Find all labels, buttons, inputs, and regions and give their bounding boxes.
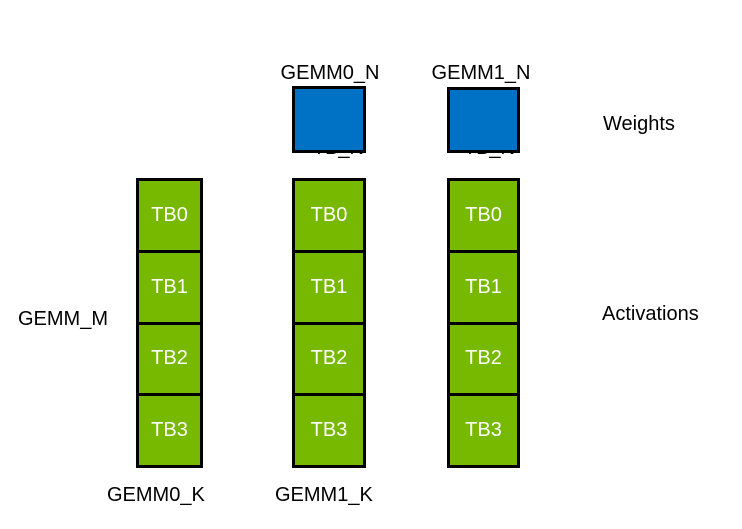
tb-cell: TB0 — [295, 181, 363, 250]
tb-cell: TB1 — [139, 252, 200, 322]
tb-cell: TB0 — [139, 181, 200, 250]
label-gemm1-k: GEMM1_K — [275, 484, 373, 506]
tb-cell: TB2 — [295, 324, 363, 394]
tb-cell: TB2 — [450, 324, 517, 394]
label-activations: Activations — [602, 303, 699, 325]
weights-block-gemm1 — [447, 87, 520, 153]
label-gemm1-n-line1: GEMM1_N — [431, 62, 531, 84]
weights-block-gemm0 — [292, 86, 366, 153]
activation-column-gemm1: TB0 TB1 TB2 TB3 — [447, 178, 520, 468]
label-weights: Weights — [603, 113, 675, 135]
label-gemm0-n-line1: GEMM0_N — [280, 62, 380, 84]
tb-cell: TB2 — [139, 324, 200, 394]
activation-column-gemm-m: TB0 TB1 TB2 TB3 — [136, 178, 203, 468]
tb-cell: TB3 — [295, 396, 363, 465]
label-gemm-m: GEMM_M — [18, 308, 108, 330]
activation-column-gemm0: TB0 TB1 TB2 TB3 — [292, 178, 366, 468]
tb-cell: TB0 — [450, 181, 517, 250]
label-gemm0-k: GEMM0_K — [107, 484, 205, 506]
tb-cell: TB1 — [450, 252, 517, 322]
tb-cell: TB3 — [450, 396, 517, 465]
tb-cell: TB1 — [295, 252, 363, 322]
tb-cell: TB3 — [139, 396, 200, 465]
